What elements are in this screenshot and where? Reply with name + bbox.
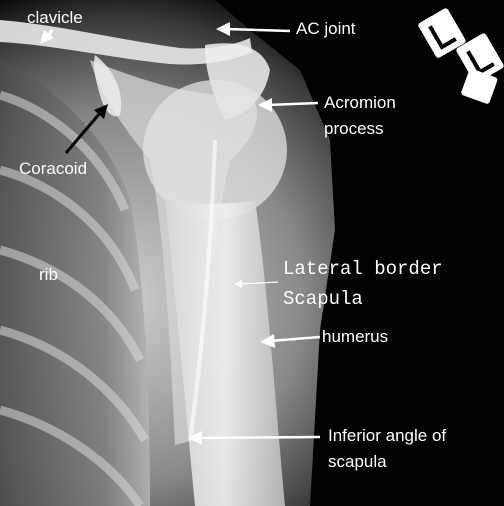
humerus-arrow bbox=[260, 334, 321, 348]
rib-5 bbox=[0, 405, 144, 506]
clavicle-arrow bbox=[40, 29, 54, 44]
label-humerus: humerus bbox=[322, 327, 389, 346]
rib-1 bbox=[0, 90, 130, 212]
label-inferior-angle-line1: Inferior angle of bbox=[328, 426, 447, 445]
rib-2 bbox=[0, 165, 140, 292]
label-rib: rib bbox=[39, 265, 58, 284]
label-lateral-scapula: Scapula bbox=[283, 288, 363, 310]
clavicle-bone bbox=[0, 20, 252, 65]
coracoid-bone bbox=[93, 55, 122, 117]
label-acromion-line1: Acromion bbox=[324, 93, 396, 112]
lateral-border-arrow bbox=[234, 280, 279, 288]
coracoid-arrow bbox=[64, 104, 108, 154]
label-acromion-line2: process bbox=[324, 119, 384, 138]
side-marker bbox=[418, 8, 504, 104]
label-clavicle: clavicle bbox=[27, 8, 83, 27]
label-inferior-angle-line2: scapula bbox=[328, 452, 387, 471]
acromion-arrow bbox=[258, 98, 319, 112]
rib-3 bbox=[0, 245, 145, 363]
rib-4 bbox=[0, 325, 149, 443]
annotation-arrows bbox=[40, 22, 321, 445]
humerus-bone bbox=[165, 200, 285, 506]
ribs bbox=[0, 90, 149, 506]
label-lateral-border: Lateral border bbox=[283, 258, 443, 280]
inferior-angle-arrow bbox=[188, 431, 321, 445]
label-coracoid: Coracoid bbox=[19, 159, 88, 178]
scapula-lateral-border bbox=[188, 139, 217, 441]
label-ac-joint: AC joint bbox=[296, 19, 356, 38]
ac-joint-arrow bbox=[216, 22, 291, 36]
